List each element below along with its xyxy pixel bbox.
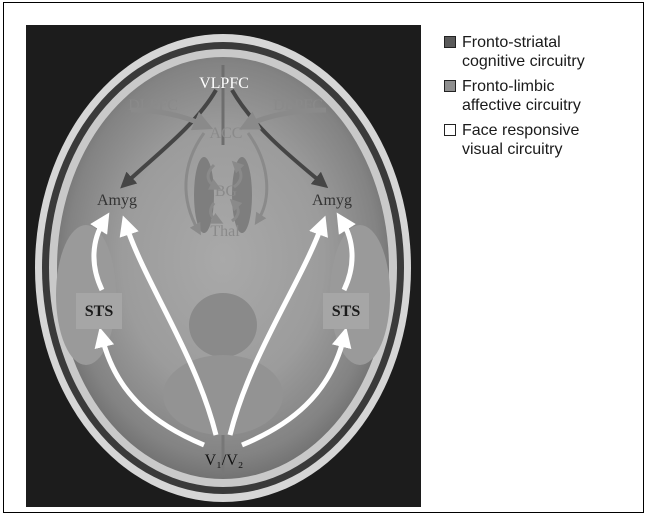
legend-item-affective: Fronto-limbic affective circuitry [444,77,644,115]
legend-item-visual: Face responsive visual circuitry [444,121,644,159]
dlpfc-left-label: DLPFC [128,97,178,114]
sts-right-label: STS [332,303,361,320]
brain-diagram: VLPFC DLPFC DLPFC ACC BG Thal Amyg Amyg … [26,25,421,507]
legend-label-affective-line2: affective circuitry [462,96,644,115]
legend-label-affective-line1: Fronto-limbic [462,77,644,96]
sts-left-label: STS [85,303,114,320]
brain-mri-image: VLPFC DLPFC DLPFC ACC BG Thal Amyg Amyg … [26,25,421,507]
legend-item-cognitive: Fronto-striatal cognitive circuitry [444,33,644,71]
legend-swatch-affective [444,80,456,92]
legend-label-visual-line1: Face responsive [462,121,644,140]
dlpfc-right-label: DLPFC [273,97,323,114]
legend: Fronto-striatal cognitive circuitry Fron… [444,33,644,165]
legend-swatch-visual [444,124,456,136]
legend-label-cognitive-line2: cognitive circuitry [462,52,644,71]
v1v2-label: V₁/V₂ [205,452,244,469]
vlpfc-label: VLPFC [199,75,249,92]
amyg-left-label: Amyg [97,192,137,209]
legend-label-cognitive-line1: Fronto-striatal [462,33,644,52]
figure-frame: VLPFC DLPFC DLPFC ACC BG Thal Amyg Amyg … [3,2,644,513]
cerebellar-region [163,355,283,435]
legend-label-visual-line2: visual circuitry [462,140,644,159]
amyg-right-label: Amyg [312,192,352,209]
legend-swatch-cognitive [444,36,456,48]
thal-label: Thal [210,223,240,240]
acc-label: ACC [210,125,243,142]
bg-label: BG [215,183,238,200]
midbrain [189,293,257,357]
